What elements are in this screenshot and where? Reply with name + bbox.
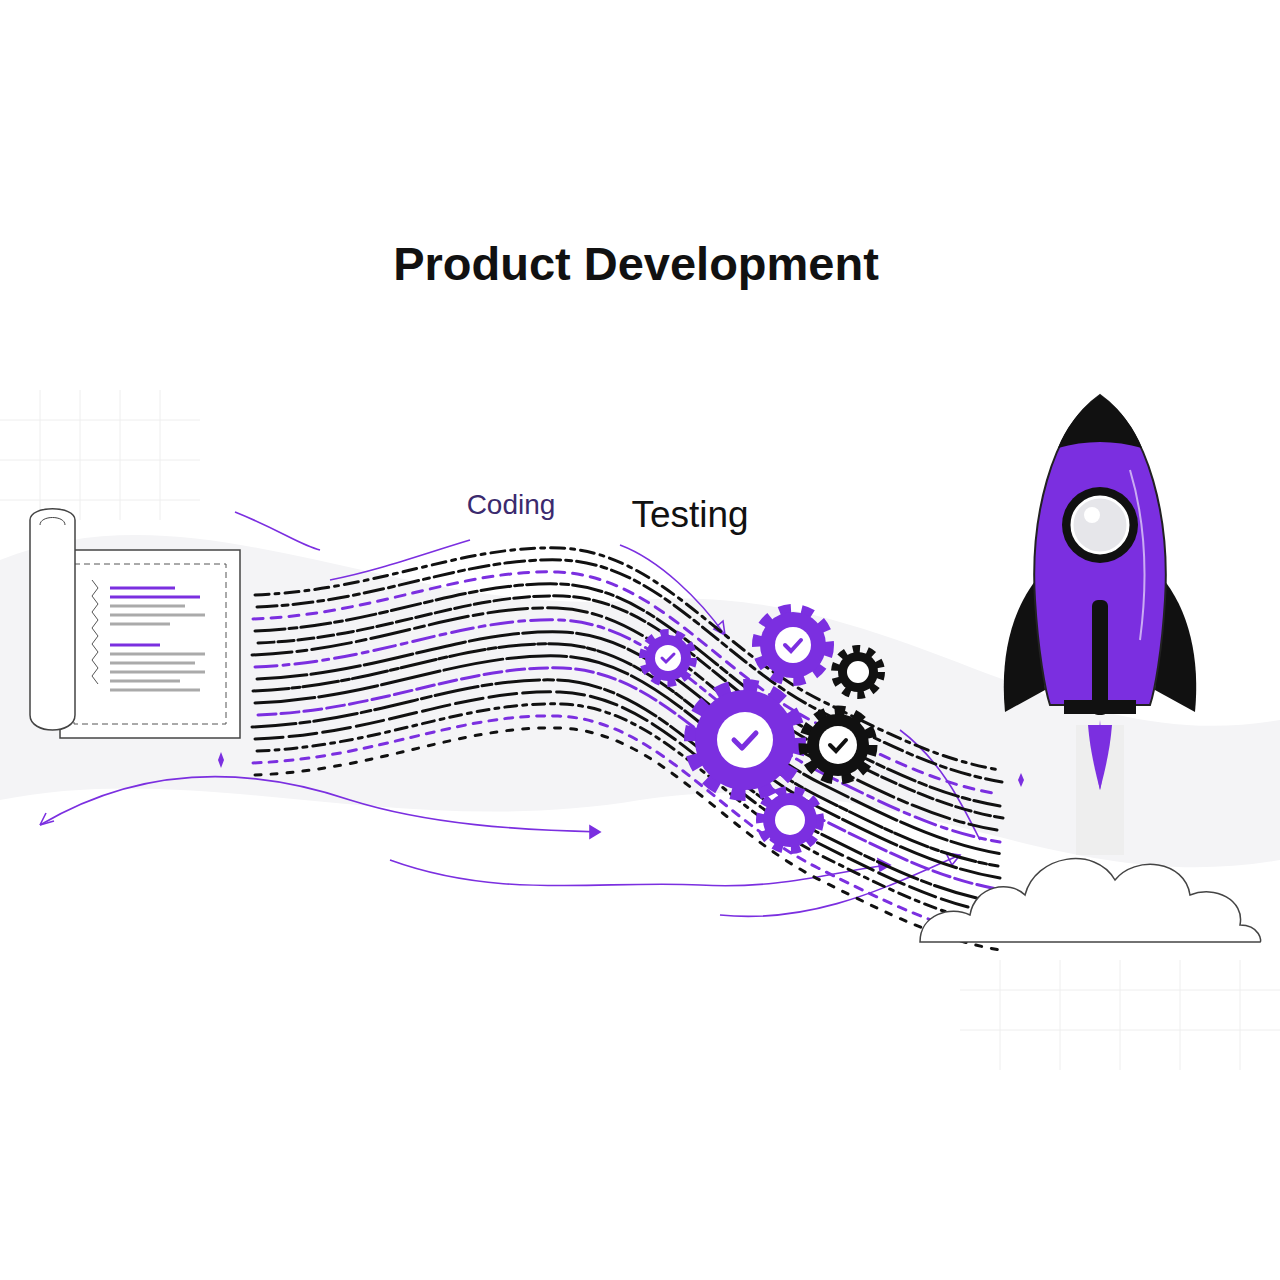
exhaust-trail [1076,725,1124,855]
code-wave [252,548,1003,950]
diagram-title: Product Development [393,236,879,291]
stage-label: Coding [467,489,556,521]
rocket [1004,395,1196,790]
document-scroll [30,509,240,738]
cloud [920,859,1261,942]
stage-label: Testing [631,494,748,536]
background-grid [0,390,1280,1070]
gears [644,611,880,848]
sparkles [218,752,1024,787]
